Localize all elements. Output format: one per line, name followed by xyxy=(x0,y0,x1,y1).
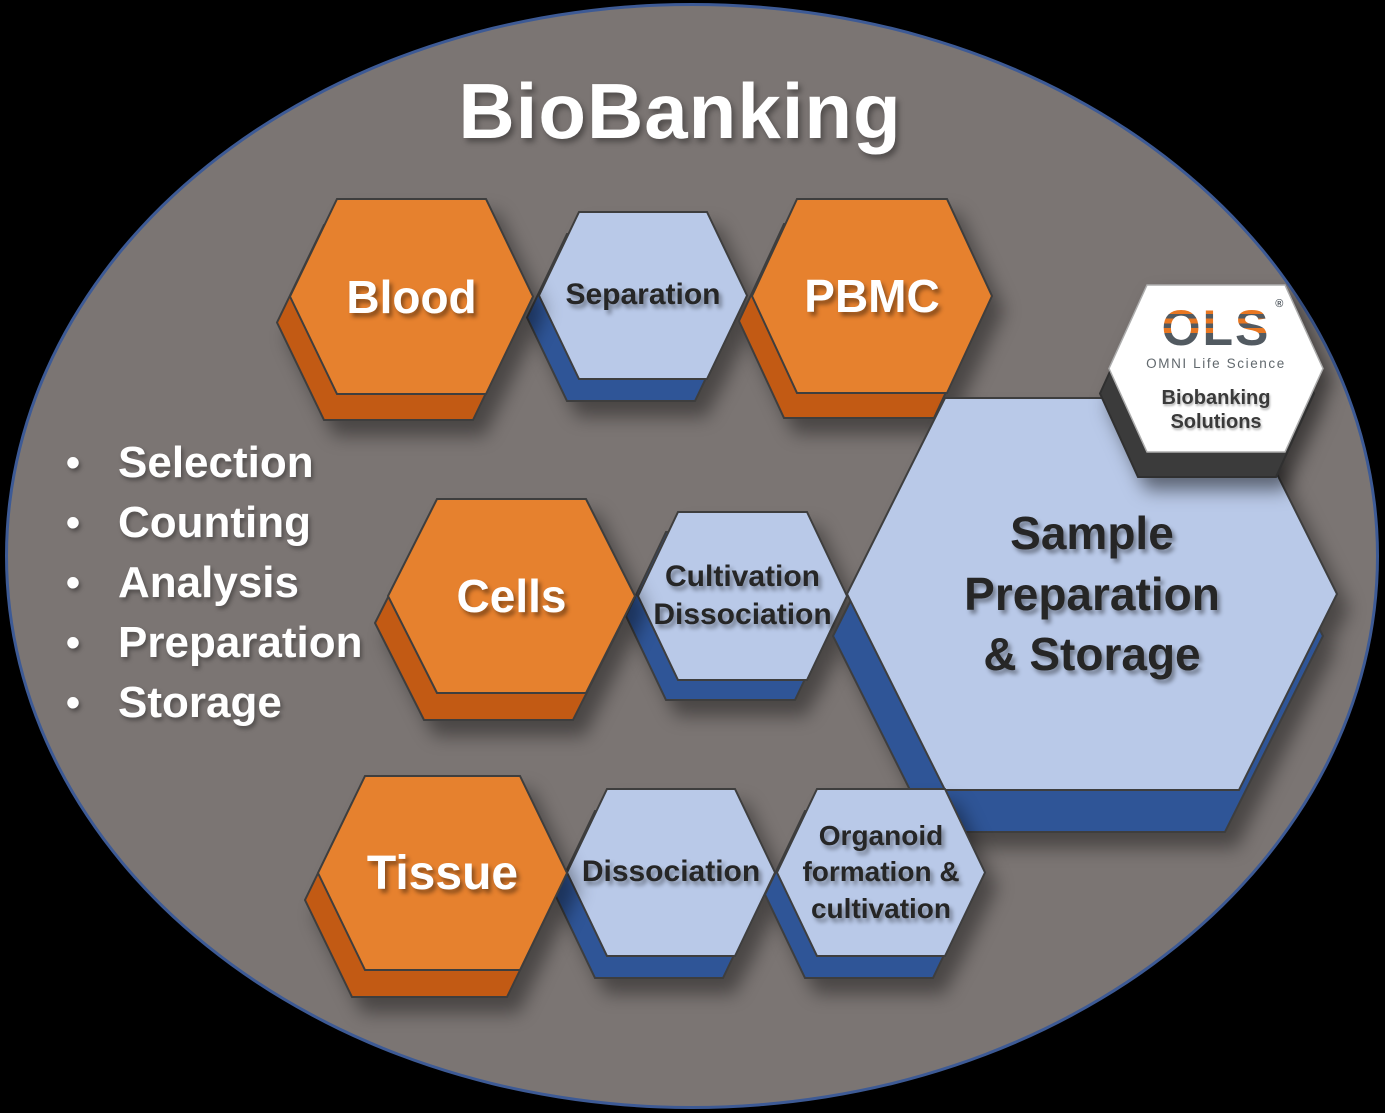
bullet-text: Selection xyxy=(118,438,314,487)
hex-tissue: Tissue xyxy=(303,775,569,998)
hex-pbmc: PBMC xyxy=(737,198,994,419)
bullet-text: Counting xyxy=(118,498,312,547)
bullet-text: Storage xyxy=(118,678,282,727)
hex-dissociation-label: Dissociation xyxy=(581,855,761,889)
bullet-icon: • xyxy=(66,440,81,485)
ols-brand-row: OLS ® xyxy=(1161,299,1284,356)
hex-blood-label: Blood xyxy=(346,270,477,323)
list-item: • Storage xyxy=(66,673,363,733)
ols-logo: OLS ® OMNI Life Science Biobanking Solut… xyxy=(1109,285,1323,452)
hex-separation: Separation xyxy=(525,211,749,402)
hex-organoid-label: Organoid formation & cultivation xyxy=(802,819,960,924)
hex-separation-label: Separation xyxy=(565,278,721,312)
diagram-title: BioBanking xyxy=(458,67,902,155)
ols-caption: Biobanking Solutions xyxy=(1161,387,1271,433)
list-item: • Counting xyxy=(66,493,363,553)
ols-wordmark: OLS xyxy=(1161,300,1271,356)
hex-pbmc-label: PBMC xyxy=(804,270,940,322)
bullet-icon: • xyxy=(66,680,81,725)
bullet-icon: • xyxy=(66,500,81,545)
hex-cells: Cells xyxy=(373,498,637,721)
list-item: • Preparation xyxy=(66,613,363,673)
capability-list: • Selection • Counting • Analysis • Prep… xyxy=(66,433,363,733)
ols-subtitle: OMNI Life Science xyxy=(1146,356,1286,371)
hex-sample-preparation-storage: Sample Preparation & Storage xyxy=(831,397,1339,833)
hex-cultivation-dissociation: Cultivation Dissociation xyxy=(624,511,849,701)
bullet-icon: • xyxy=(66,620,81,665)
list-item: • Selection xyxy=(66,433,363,493)
hex-sample-preparation-storage-label: Sample Preparation & Storage xyxy=(964,506,1220,681)
hex-cells-label: Cells xyxy=(456,570,567,622)
registered-mark-icon: ® xyxy=(1275,298,1284,310)
hex-organoid: Organoid formation & cultivation xyxy=(763,788,987,979)
hex-blood: Blood xyxy=(275,198,535,421)
hex-tissue-label: Tissue xyxy=(366,846,519,900)
hex-cultivation-dissociation-label: Cultivation Dissociation xyxy=(653,559,832,631)
list-item: • Analysis xyxy=(66,553,363,613)
hex-dissociation: Dissociation xyxy=(553,788,777,979)
bullet-icon: • xyxy=(66,560,81,605)
bullet-text: Preparation xyxy=(118,618,363,667)
bullet-text: Analysis xyxy=(118,558,299,607)
hex-ols-logo: OLS ® OMNI Life Science Biobanking Solut… xyxy=(1098,284,1324,478)
